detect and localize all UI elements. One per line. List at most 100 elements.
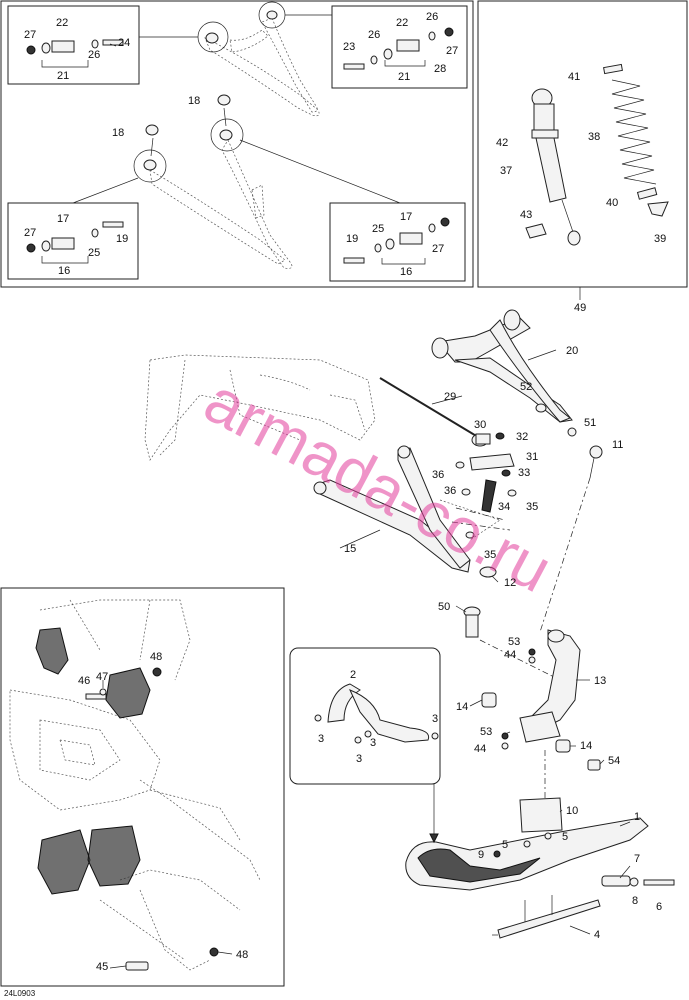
callout-53: 53 xyxy=(508,636,520,648)
nut-48-lower xyxy=(209,947,219,957)
ski-handle-2 xyxy=(327,683,430,743)
a-arm-detail-frame xyxy=(0,0,474,288)
callout-2: 2 xyxy=(350,669,356,681)
nut-32 xyxy=(495,432,505,440)
callout-21: 21 xyxy=(398,71,410,83)
callout-16: 16 xyxy=(58,265,70,277)
callout-44: 44 xyxy=(474,743,486,755)
callout-13: 13 xyxy=(594,675,606,687)
callout-48: 48 xyxy=(150,651,162,663)
callout-38: 38 xyxy=(588,131,600,143)
callout-1: 1 xyxy=(634,811,640,823)
shock-detail-frame xyxy=(477,0,688,288)
washer-35-upper xyxy=(507,489,517,497)
callout-26: 26 xyxy=(368,29,380,41)
chassis-detail-frame xyxy=(0,587,285,987)
callout-25: 25 xyxy=(372,223,384,235)
lower-arm-bushing-left-zoom xyxy=(133,149,167,183)
bolt-52 xyxy=(535,403,547,413)
bushing-stack-upper-left xyxy=(26,39,124,55)
callout-22: 22 xyxy=(396,17,408,29)
callout-18: 18 xyxy=(188,95,200,107)
nut-53-lower xyxy=(501,732,509,740)
callout-48: 48 xyxy=(236,949,248,961)
bolt-36-lower xyxy=(461,488,471,496)
washer-44-upper xyxy=(528,656,536,664)
spring-clip-39 xyxy=(647,201,669,217)
bushing-14-right xyxy=(555,739,571,753)
callout-14: 14 xyxy=(580,740,592,752)
callout-49: 49 xyxy=(574,302,586,314)
nut-48-upper xyxy=(152,667,162,677)
sway-bar-link-31 xyxy=(469,453,515,471)
shock-mount-bracket-lower xyxy=(37,825,141,895)
callout-22: 22 xyxy=(56,17,68,29)
callout-29: 29 xyxy=(444,391,456,403)
callout-53: 53 xyxy=(480,726,492,738)
callout-3: 3 xyxy=(318,733,324,745)
callout-36: 36 xyxy=(444,485,456,497)
cap-54 xyxy=(587,759,601,771)
callout-44: 44 xyxy=(504,649,516,661)
callout-27: 27 xyxy=(24,29,36,41)
ski-runner-4 xyxy=(492,895,601,939)
ball-joint-ring-12 xyxy=(479,566,497,578)
callout-27: 27 xyxy=(446,45,458,57)
screw-3-b xyxy=(354,736,362,744)
bolt-46 xyxy=(85,693,107,700)
ski-damper-10 xyxy=(519,797,563,833)
callout-19: 19 xyxy=(116,233,128,245)
callout-18: 18 xyxy=(112,127,124,139)
front-chassis-outline xyxy=(144,354,376,461)
washer-44-lower xyxy=(501,742,509,750)
leader-lines xyxy=(109,43,631,969)
callout-26: 26 xyxy=(88,49,100,61)
shock-absorber xyxy=(531,88,581,246)
tie-rod-end-11 xyxy=(589,445,603,479)
callout-24: 24 xyxy=(118,37,130,49)
callout-42: 42 xyxy=(496,137,508,149)
callout-27: 27 xyxy=(24,227,36,239)
callout-3: 3 xyxy=(370,737,376,749)
callout-40: 40 xyxy=(606,197,618,209)
callout-3: 3 xyxy=(356,753,362,765)
upper-a-arm-20 xyxy=(431,309,573,423)
ski-1 xyxy=(405,817,649,891)
callout-32: 32 xyxy=(516,431,528,443)
bolt-45 xyxy=(125,961,149,971)
washer-8 xyxy=(629,877,639,887)
callout-45: 45 xyxy=(96,961,108,973)
callout-8: 8 xyxy=(632,895,638,907)
callout-20: 20 xyxy=(566,345,578,357)
callout-47: 47 xyxy=(96,671,108,683)
bolt-36-upper xyxy=(455,461,465,469)
callout-5: 5 xyxy=(502,839,508,851)
callout-11: 11 xyxy=(612,439,623,451)
bolt-6 xyxy=(643,879,675,886)
callout-41: 41 xyxy=(568,71,580,83)
callout-23: 23 xyxy=(343,41,355,53)
bushing-stack-lower-right xyxy=(343,217,450,264)
callout-37: 37 xyxy=(500,165,512,177)
screw-3-c xyxy=(364,730,372,738)
callout-17: 17 xyxy=(400,211,412,223)
upper-a-arm-outline xyxy=(204,17,320,117)
bushing-stack-upper-right xyxy=(343,27,454,70)
callout-10: 10 xyxy=(566,805,578,817)
tie-rod-29 xyxy=(379,377,479,438)
hardware-box-upper-left xyxy=(7,5,140,85)
washer-18-lower xyxy=(145,124,159,136)
callout-34: 34 xyxy=(498,501,510,513)
callout-54: 54 xyxy=(608,755,620,767)
spacer-30 xyxy=(475,433,491,445)
callout-4: 4 xyxy=(594,929,600,941)
washer-47 xyxy=(99,688,107,696)
shock-mount-bracket-upper xyxy=(35,627,151,719)
hardware-box-lower-right xyxy=(329,202,466,282)
diagram-code: 24L0903 xyxy=(4,989,36,998)
callout-16: 16 xyxy=(400,266,412,278)
callout-15: 15 xyxy=(344,543,356,555)
washer-35-lower xyxy=(465,531,475,539)
callout-28: 28 xyxy=(434,63,446,75)
